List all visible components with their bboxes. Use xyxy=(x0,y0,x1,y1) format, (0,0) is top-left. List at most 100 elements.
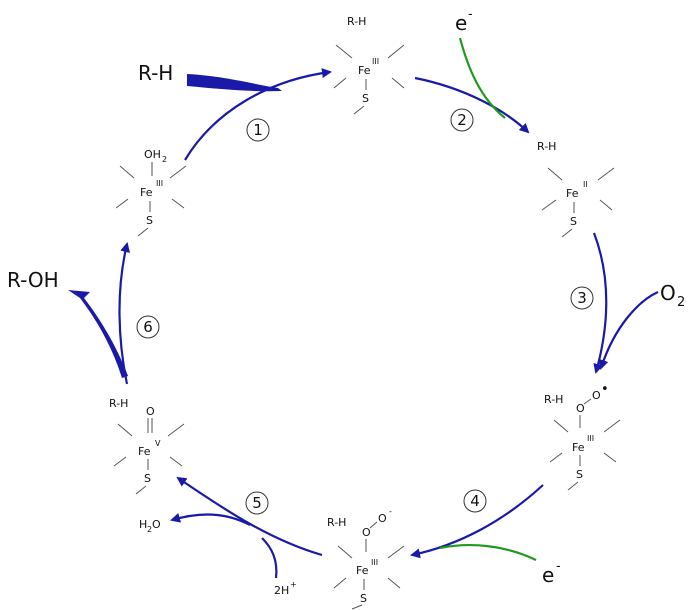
bond xyxy=(171,198,185,209)
bond xyxy=(561,228,573,238)
bond xyxy=(567,481,579,491)
step-1-circle xyxy=(246,118,270,142)
complex-2-fe-label: Fe xyxy=(566,187,579,200)
bond xyxy=(369,521,378,529)
complex-4-charge: - xyxy=(389,507,392,516)
product-roh-label: R-OH xyxy=(7,268,59,292)
complex-4-s-label: S xyxy=(360,592,367,605)
complex-4-oxygen-2: O xyxy=(378,512,387,525)
bond xyxy=(117,423,133,437)
complex-1-rh-label: R-H xyxy=(347,15,366,28)
water-o-label: O xyxy=(152,518,161,531)
complex-6-s-label: S xyxy=(146,214,153,227)
step-6-circle xyxy=(136,315,160,339)
complex-5-fe5-oxo: R-H O = Fe V S xyxy=(109,397,185,495)
bond xyxy=(387,577,401,589)
bond xyxy=(547,167,563,181)
bond xyxy=(169,456,183,467)
dioxygen-subscript: 2 xyxy=(677,295,685,310)
step-3-marker: 3 xyxy=(570,286,594,310)
water-h-label: H xyxy=(139,518,147,531)
step-2-arrow xyxy=(414,76,530,134)
complex-1-oxidation-state: III xyxy=(372,57,379,66)
bond xyxy=(333,577,347,589)
bond xyxy=(549,452,563,463)
complex-1-fe-label: Fe xyxy=(358,64,371,77)
complex-3-s-label: S xyxy=(576,468,583,481)
complex-4-oxidation-state: III xyxy=(371,558,378,567)
complex-1-fe3-substrate: R-H Fe III S xyxy=(333,15,405,115)
bond xyxy=(167,423,185,437)
complex-3-oxygen-1: O xyxy=(576,402,585,415)
complex-3-fe-label: Fe xyxy=(572,441,585,454)
bond xyxy=(387,545,405,559)
electron-1-charge: - xyxy=(468,7,473,22)
step-6-number: 6 xyxy=(143,318,153,336)
step-1-arrow xyxy=(184,68,332,161)
bond xyxy=(553,419,569,433)
electron-2-label: e xyxy=(542,563,554,587)
bond xyxy=(335,44,353,59)
complex-3-radical-dot: • xyxy=(601,382,609,397)
bond xyxy=(169,165,187,179)
step-3-circle xyxy=(570,286,594,310)
step-1-number: 1 xyxy=(253,121,263,139)
complex-4-rh-label: R-H xyxy=(327,516,346,529)
complex-5-fe-label: Fe xyxy=(138,445,151,458)
electron-1-label: e xyxy=(455,11,467,35)
step-5-circle xyxy=(245,491,269,515)
complex-3-oxidation-state: III xyxy=(587,434,594,443)
proton-charge: + xyxy=(290,580,297,589)
complex-3-oxygen-2: O xyxy=(592,389,601,402)
step-6-marker: 6 xyxy=(136,315,160,339)
step-4-marker: 4 xyxy=(463,489,487,513)
substrate-rh-label: R-H xyxy=(138,61,173,85)
complex-4-fe-label: Fe xyxy=(356,564,369,577)
complex-3-fe3-superoxo: R-H O O • Fe III S xyxy=(544,382,621,491)
complex-6-fe3-aqua: OH 2 Fe III S xyxy=(115,148,187,237)
oxygen-entry-arrow xyxy=(598,290,659,370)
bond xyxy=(115,198,129,209)
step-1-marker: 1 xyxy=(246,118,270,142)
bond xyxy=(599,199,613,211)
step-4-arrow xyxy=(410,484,544,559)
complex-5-oxidation-state: V xyxy=(155,439,161,448)
product-release-arrow xyxy=(68,290,128,378)
bond xyxy=(597,167,615,181)
step-3-arrow xyxy=(592,232,608,374)
complex-1-s-label: S xyxy=(362,92,369,105)
step-5-number: 5 xyxy=(252,494,262,512)
bond xyxy=(391,77,405,89)
bond xyxy=(113,456,127,467)
electron-2-arrow xyxy=(439,544,537,561)
step-2-marker: 2 xyxy=(450,108,474,132)
water-subscript: 2 xyxy=(147,525,152,534)
proton-entry-arrow xyxy=(261,537,278,579)
substrate-entry-arrow xyxy=(187,74,282,92)
step-4-number: 4 xyxy=(470,492,480,510)
complex-6-fe-label: Fe xyxy=(140,186,153,199)
complex-6-oxidation-state: III xyxy=(156,179,163,188)
complex-5-oxygen: O xyxy=(146,405,155,418)
water-release-arrow xyxy=(170,512,251,526)
dioxygen-label: O xyxy=(660,281,676,305)
complex-2-fe2: R-H Fe II S xyxy=(537,140,615,238)
complex-4-oxygen-1: O xyxy=(362,526,371,539)
bond xyxy=(603,419,621,433)
electron-2-charge: - xyxy=(556,559,561,574)
bond xyxy=(119,165,135,179)
bond xyxy=(135,485,147,495)
bond xyxy=(387,44,405,59)
complex-6-oh-subscript: 2 xyxy=(162,155,167,164)
step-3-number: 3 xyxy=(577,289,587,307)
bond xyxy=(351,604,363,610)
step-5-arrow xyxy=(176,476,323,557)
bond xyxy=(603,452,617,463)
complex-2-s-label: S xyxy=(570,215,577,228)
complex-2-oxidation-state: II xyxy=(583,180,588,189)
bond xyxy=(541,199,557,211)
proton-label: 2H xyxy=(274,584,289,597)
electron-1-arrow xyxy=(458,37,506,119)
bond xyxy=(137,227,149,237)
